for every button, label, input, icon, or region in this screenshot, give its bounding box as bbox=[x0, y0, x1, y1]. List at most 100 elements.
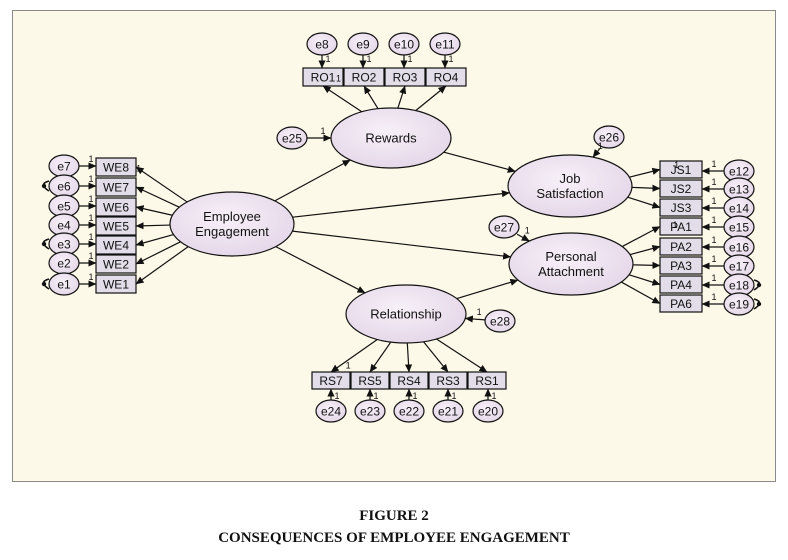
loading-rl-rs3 bbox=[423, 341, 449, 373]
loading-pa-pa3 bbox=[632, 261, 661, 269]
error-label-e21: e21 bbox=[438, 405, 458, 419]
indicator-we4 bbox=[95, 235, 137, 255]
error-e28 bbox=[484, 309, 516, 333]
error-label-e6: e6 bbox=[57, 180, 71, 194]
indicator-label-rs7: RS7 bbox=[319, 374, 343, 388]
loading-pa-pa2 bbox=[629, 245, 661, 256]
error-label-e8: e8 bbox=[315, 38, 329, 52]
error-self-loop-dot-e18 bbox=[756, 282, 762, 288]
loading-label-e13: 1 bbox=[711, 177, 716, 187]
error-label-e26: e26 bbox=[599, 131, 619, 145]
indicator-ro1 bbox=[302, 67, 344, 87]
error-e10 bbox=[388, 32, 420, 56]
error-self-loop-dot-e3 bbox=[41, 241, 47, 247]
indicator-rs7 bbox=[311, 371, 351, 390]
fixed-loading-label-rw: 1 bbox=[336, 74, 341, 84]
disturbance-label-e27: 1 bbox=[525, 226, 530, 236]
indicator-label-ro2: RO2 bbox=[352, 71, 377, 85]
error-label-e27: e27 bbox=[494, 221, 514, 235]
loading-js-js1 bbox=[629, 167, 661, 178]
loading-ee-we2 bbox=[135, 241, 181, 265]
error-e22 bbox=[393, 399, 425, 423]
error-e25 bbox=[276, 126, 308, 150]
indicator-label-rs1: RS1 bbox=[475, 374, 499, 388]
error-label-e4: e4 bbox=[57, 219, 71, 233]
indicator-we2 bbox=[95, 254, 137, 274]
indicator-pa3 bbox=[659, 256, 703, 275]
indicator-label-rs4: RS4 bbox=[397, 374, 421, 388]
indicator-rs5 bbox=[350, 371, 390, 390]
error-e9 bbox=[347, 32, 379, 56]
figure-number: FIGURE 2 bbox=[359, 508, 429, 524]
indicator-label-pa6: PA6 bbox=[670, 297, 692, 311]
disturbance-path-e26 bbox=[592, 148, 601, 158]
fixed-loading-label-rl: 1 bbox=[346, 360, 351, 370]
loading-ee-we1 bbox=[135, 246, 189, 285]
latent-js bbox=[507, 154, 633, 218]
loading-ee-we7 bbox=[135, 186, 180, 208]
indicator-rs1 bbox=[467, 371, 507, 390]
error-label-e12: e12 bbox=[729, 165, 749, 179]
indicator-rs3 bbox=[428, 371, 468, 390]
error-label-e11: e11 bbox=[435, 38, 454, 52]
loading-label-e22: 1 bbox=[412, 391, 417, 401]
indicator-label-we2: WE2 bbox=[103, 258, 129, 272]
error-e24 bbox=[315, 399, 347, 423]
loading-label-e11: 1 bbox=[448, 54, 453, 64]
loading-pa-pa1 bbox=[621, 225, 661, 248]
error-e20 bbox=[472, 399, 504, 423]
disturbance-label-e26: 1 bbox=[598, 141, 603, 151]
indicator-label-pa3: PA3 bbox=[670, 259, 692, 273]
loading-rl-rs7 bbox=[330, 338, 378, 373]
fixed-loading-label-ee: 1 bbox=[136, 164, 141, 174]
loading-ee-we5 bbox=[135, 222, 171, 230]
loading-label-e7: 1 bbox=[88, 154, 93, 164]
path-ee-to-rw bbox=[274, 159, 351, 202]
loading-label-e3: 1 bbox=[88, 232, 93, 242]
loading-label-e2: 1 bbox=[88, 251, 93, 261]
disturbance-label-e25: 1 bbox=[320, 126, 325, 136]
error-e21 bbox=[432, 399, 464, 423]
error-e26 bbox=[593, 125, 625, 149]
loading-label-e8: 1 bbox=[325, 54, 330, 64]
error-label-e13: e13 bbox=[729, 183, 749, 197]
loading-label-e17: 1 bbox=[711, 254, 716, 264]
error-label-e3: e3 bbox=[57, 238, 71, 252]
loading-label-e12: 1 bbox=[711, 159, 716, 169]
latent-ee bbox=[169, 191, 295, 257]
latent-label-rl-0: Relationship bbox=[370, 307, 442, 322]
loading-ee-we8 bbox=[135, 166, 188, 203]
loading-js-js2 bbox=[631, 184, 661, 192]
loading-rl-rs1 bbox=[436, 338, 488, 373]
sem-path-diagram: EmployeeEngagementRewardsRelationshipJob… bbox=[41, 32, 762, 423]
path-rw-to-js bbox=[443, 151, 516, 173]
indicator-label-pa4: PA4 bbox=[670, 278, 692, 292]
error-self-loop-dot-e19 bbox=[756, 301, 762, 307]
loading-pa-pa6 bbox=[621, 281, 661, 305]
fixed-loading-label-pa: 1 bbox=[673, 220, 678, 230]
indicator-label-js2: JS2 bbox=[671, 182, 692, 196]
error-label-e28: e28 bbox=[490, 315, 510, 329]
error-label-e14: e14 bbox=[729, 202, 749, 216]
indicator-label-pa2: PA2 bbox=[670, 240, 692, 254]
loading-label-e6: 1 bbox=[88, 174, 93, 184]
loading-rl-rs5 bbox=[369, 341, 392, 373]
figure-title: CONSEQUENCES OF EMPLOYEE ENGAGEMENT bbox=[218, 530, 570, 546]
loading-label-e15: 1 bbox=[711, 215, 716, 225]
indicator-js1 bbox=[659, 160, 703, 179]
shapes-layer: EmployeeEngagementRewardsRelationshipJob… bbox=[48, 32, 755, 423]
indicator-we1 bbox=[95, 274, 137, 294]
disturbance-path-e28 bbox=[464, 315, 486, 323]
indicator-label-we7: WE7 bbox=[103, 181, 129, 195]
loading-label-e4: 1 bbox=[88, 213, 93, 223]
indicator-label-ro3: RO3 bbox=[393, 71, 418, 85]
latent-label-rw-0: Rewards bbox=[365, 131, 417, 146]
loading-label-e1: 1 bbox=[88, 272, 93, 282]
indicator-label-we4: WE4 bbox=[103, 239, 129, 253]
loading-label-e18: 1 bbox=[711, 273, 716, 283]
loading-rl-rs4 bbox=[404, 342, 413, 373]
loading-label-e24: 1 bbox=[334, 391, 339, 401]
latent-label-ee-1: Engagement bbox=[195, 224, 269, 239]
error-e1 bbox=[48, 272, 80, 296]
loading-label-e23: 1 bbox=[373, 391, 378, 401]
